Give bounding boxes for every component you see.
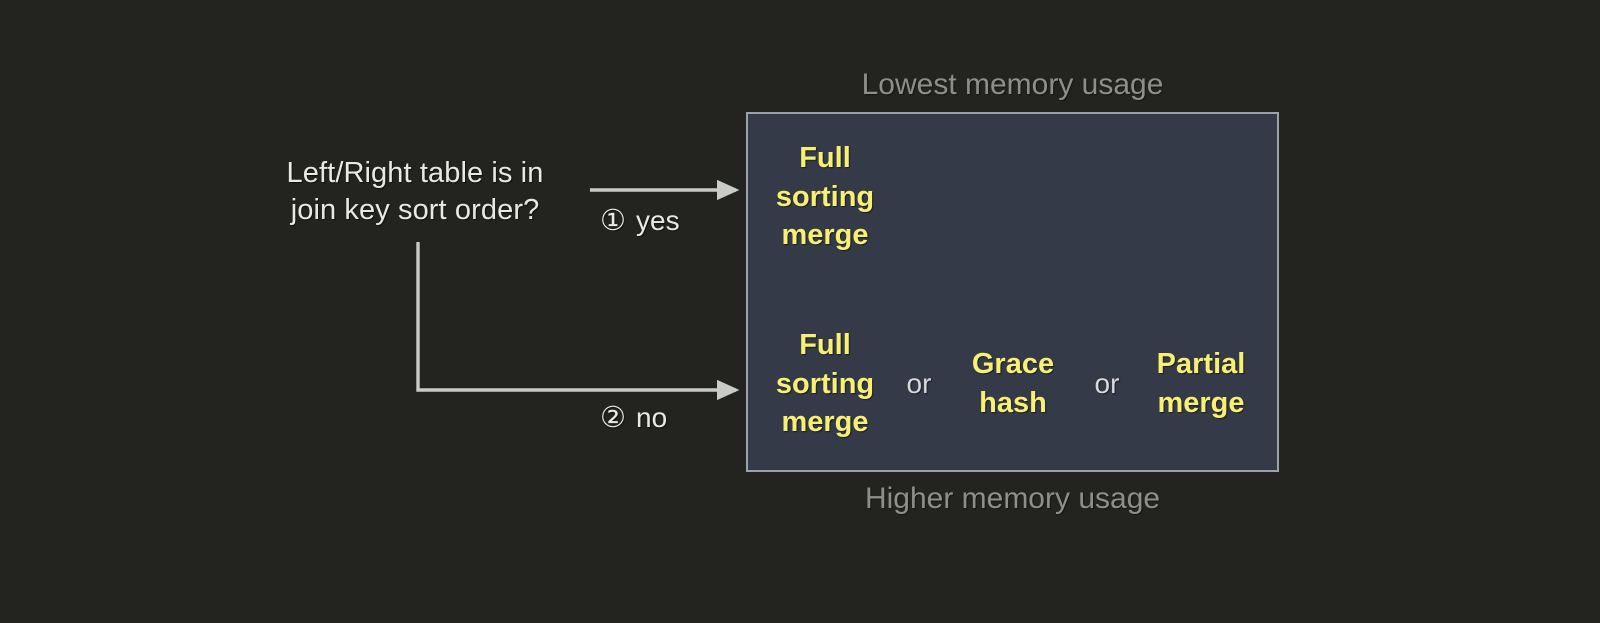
option-line-1: Full [799, 142, 851, 175]
branch-marker-2: ② [600, 402, 626, 434]
join-strategy-panel: Full sorting merge Full sorting merge or… [746, 112, 1279, 472]
decision-question-line-2: join key sort order? [290, 194, 540, 227]
branch-label-yes: ① yes [600, 203, 680, 238]
option-line-2: hash [979, 387, 1047, 419]
option-partial-merge: Partial merge [1136, 345, 1266, 422]
branch-marker-1: ① [600, 205, 626, 237]
caption-higher-memory: Higher memory usage [864, 482, 1161, 515]
option-line-1: Full [799, 329, 851, 362]
option-line-3: merge [781, 406, 869, 439]
separator-or-1: or [906, 368, 932, 399]
branch-label-no: ② no [600, 400, 667, 435]
separator-or-2: or [1094, 368, 1120, 399]
panel-row-unsorted: Full sorting merge or Grace hash or Part… [748, 319, 1277, 449]
option-line-2: sorting [775, 367, 875, 400]
decision-question: Left/Right table is in join key sort ord… [250, 155, 580, 229]
option-line-3: merge [781, 219, 869, 252]
option-full-sorting-merge-top: Full sorting merge [760, 139, 890, 255]
caption-lowest-memory: Lowest memory usage [861, 68, 1164, 101]
option-line-2: sorting [775, 180, 875, 213]
option-line-2: merge [1157, 387, 1245, 419]
option-line-1: Grace [971, 348, 1055, 381]
arrow-branch-no [416, 242, 740, 401]
option-grace-hash: Grace hash [948, 345, 1078, 422]
decision-question-line-1: Left/Right table is in [286, 157, 544, 189]
branch-text-yes: yes [636, 205, 680, 236]
option-full-sorting-merge-bottom: Full sorting merge [760, 326, 890, 442]
option-line-1: Partial [1156, 348, 1246, 381]
panel-row-sorted: Full sorting merge [748, 132, 1277, 262]
branch-text-no: no [636, 402, 668, 433]
